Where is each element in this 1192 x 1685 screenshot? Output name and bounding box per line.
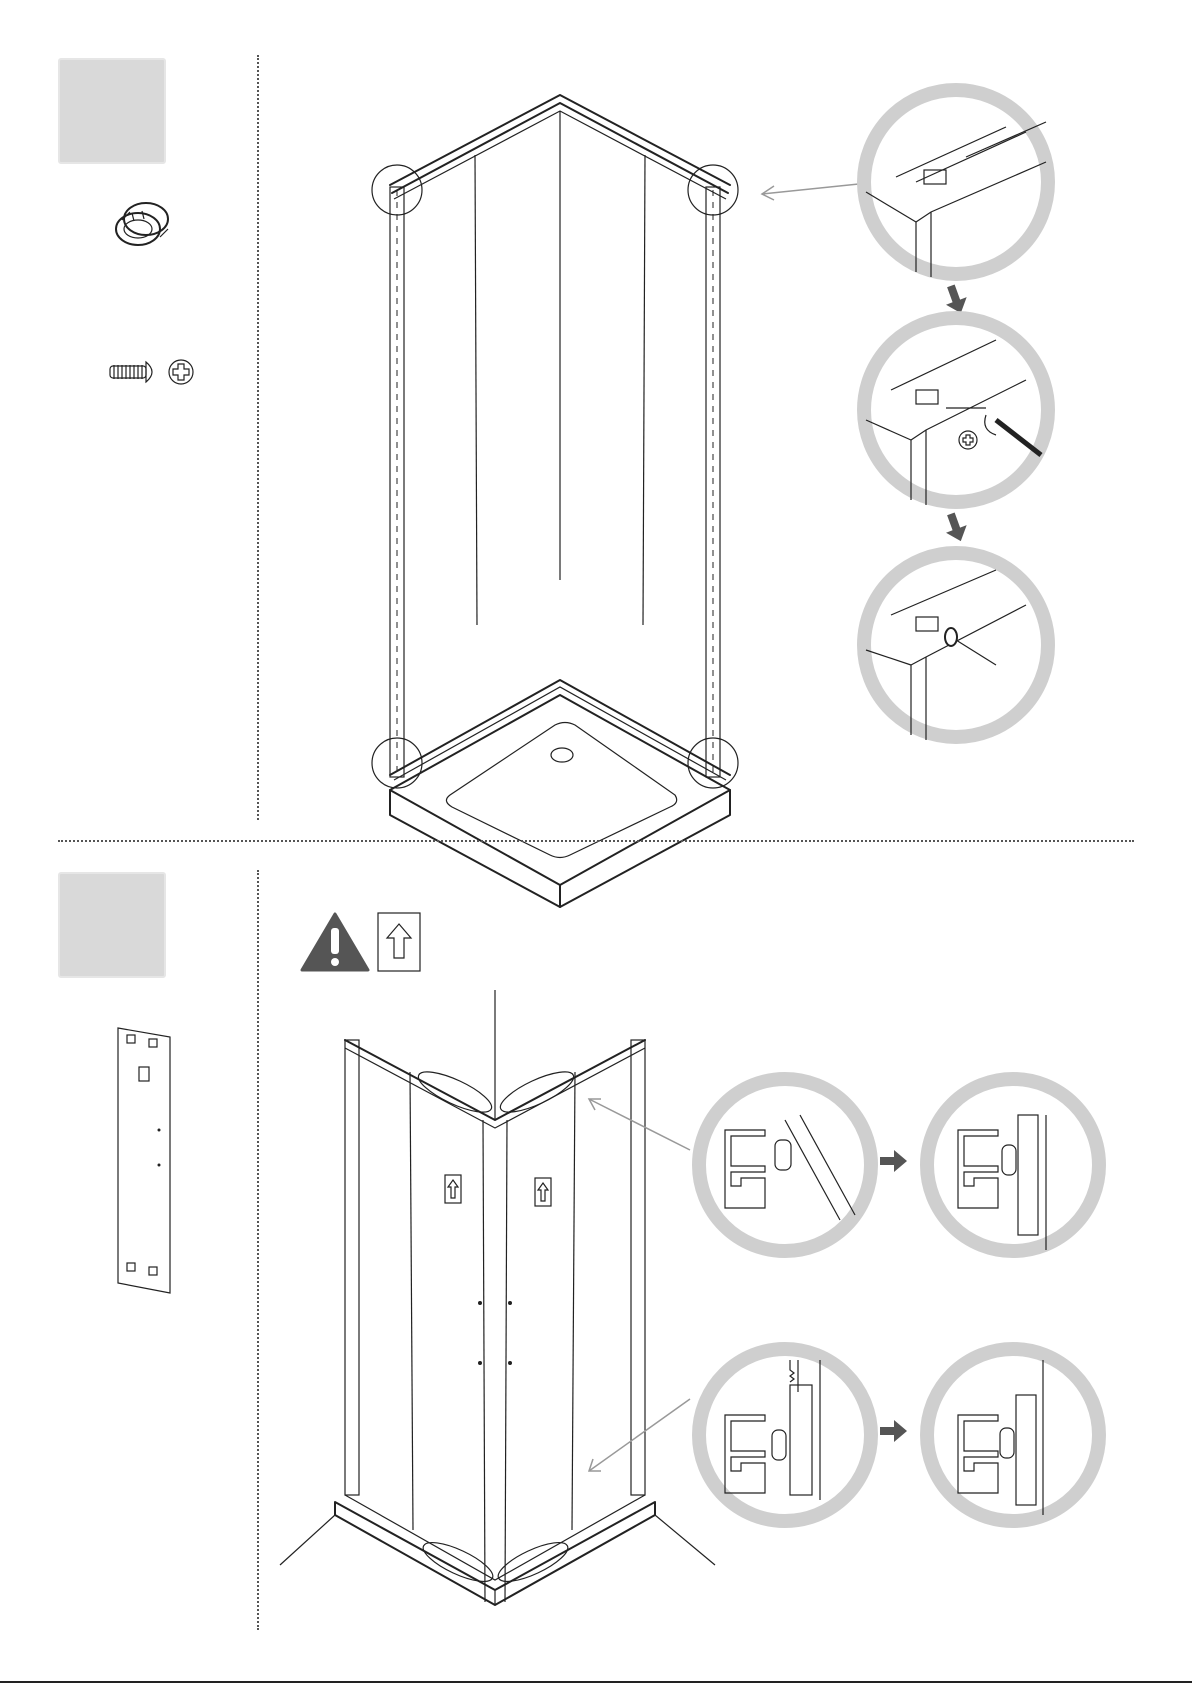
step-2-divider xyxy=(257,870,259,1630)
detail-circle-3 xyxy=(856,545,1056,745)
detail-circle-6 xyxy=(690,1340,880,1530)
detail-pointer-2 xyxy=(585,1095,695,1155)
detail-circle-4 xyxy=(690,1070,880,1260)
up-arrow-box-icon xyxy=(377,912,421,972)
screw-icon xyxy=(108,358,198,388)
step-1-badge xyxy=(58,58,166,164)
shower-frame-diagram xyxy=(370,95,760,815)
warning-triangle-icon xyxy=(300,912,370,972)
detail-pointer-3 xyxy=(585,1395,695,1475)
down-arrow-2 xyxy=(943,513,969,543)
detail-circle-2 xyxy=(856,310,1056,510)
step-1-divider xyxy=(257,55,259,820)
detail-circle-7 xyxy=(918,1340,1108,1530)
right-arrow-1 xyxy=(880,1150,908,1172)
step-2-badge xyxy=(58,872,166,978)
detail-circle-1 xyxy=(856,82,1056,282)
footer-rule xyxy=(0,1681,1192,1683)
cap-ring-icon xyxy=(112,195,172,255)
right-arrow-2 xyxy=(880,1420,908,1442)
glass-panel-icon xyxy=(115,1025,175,1295)
detail-circle-5 xyxy=(918,1070,1108,1260)
shower-enclosure-diagram xyxy=(275,990,725,1640)
section-divider xyxy=(58,840,1134,842)
